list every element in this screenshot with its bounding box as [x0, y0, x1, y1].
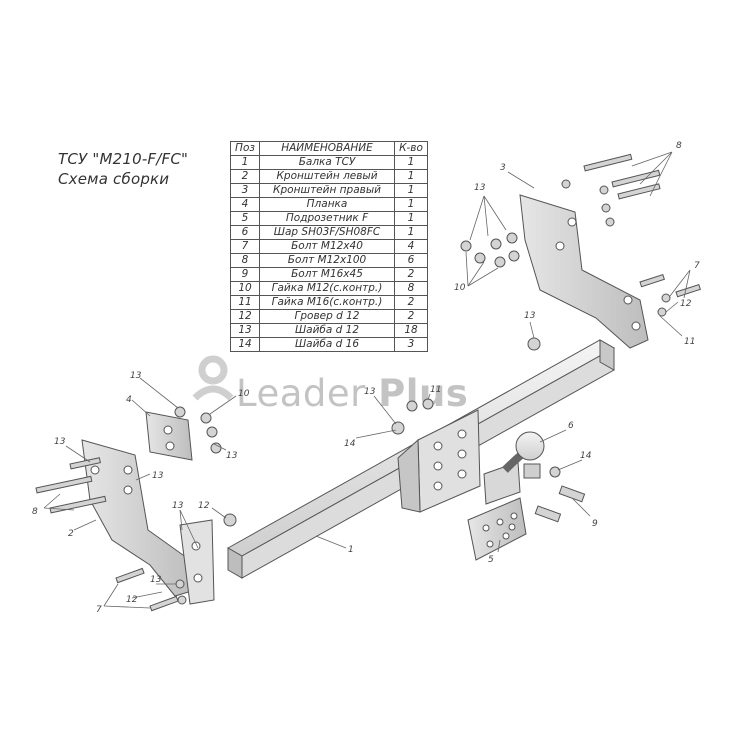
socket-mount-plate [397, 409, 481, 513]
callout-10-top: 10 [454, 283, 466, 293]
left-bracket [81, 439, 215, 605]
callout-13-bracket: 13 [152, 471, 164, 481]
callout-12-right: 12 [680, 299, 692, 309]
callout-9: 9 [592, 519, 598, 529]
callout-13-mid: 13 [524, 311, 536, 321]
cell-name: Шайба d 16 [259, 337, 395, 352]
cell-name: Болт М12х100 [259, 253, 395, 268]
callout-13-left-mid: 13 [226, 451, 238, 461]
callout-13-left-top: 13 [130, 371, 142, 381]
tow-ball [483, 431, 545, 505]
callout-5: 5 [488, 555, 494, 565]
right-bracket [519, 194, 649, 349]
callout-13-top: 13 [474, 183, 486, 193]
callout-12-bottom: 12 [126, 595, 138, 605]
cell-name: Кронштейн правый [259, 183, 395, 198]
callout-6: 6 [568, 421, 574, 431]
socket-plate [467, 497, 527, 561]
callout-13-lower: 13 [172, 501, 184, 511]
cell-position: 14 [230, 337, 260, 352]
callout-11-center: 11 [430, 385, 441, 395]
callout-7-right: 7 [694, 261, 700, 271]
callout-8-left: 8 [32, 507, 38, 517]
callout-2: 2 [68, 529, 74, 539]
callout-12-left: 12 [198, 501, 210, 511]
watermark-brand-bold: Plus [378, 372, 469, 415]
watermark-person-icon [192, 355, 234, 401]
cell-quantity: 18 [394, 323, 428, 338]
callout-13-center: 13 [364, 387, 376, 397]
cell-name: Болт М12х40 [259, 239, 395, 254]
diagram-subtitle: Схема сборки [58, 170, 170, 188]
callout-1: 1 [348, 545, 354, 555]
diagram-title: ТСУ "М210-F/FC" [58, 150, 189, 168]
watermark-logo: Leader Plus [236, 372, 468, 415]
callout-7-left: 7 [96, 605, 102, 615]
watermark-brand: Leader [236, 372, 366, 415]
cell-name: Шайба d 12 [259, 323, 395, 338]
cell-quantity: 2 [394, 309, 428, 324]
plate [145, 411, 193, 461]
callout-10-left: 10 [238, 389, 250, 399]
cell-position: 12 [230, 309, 260, 324]
callout-13-left: 13 [54, 437, 66, 447]
callout-11-right: 11 [684, 337, 695, 347]
cell-quantity: 3 [394, 337, 428, 352]
leader-lines [43, 151, 691, 609]
callout-8-top: 8 [676, 141, 682, 151]
cell-name: Гровер d 12 [259, 309, 395, 324]
callout-4: 4 [126, 395, 132, 405]
callout-14-center: 14 [344, 439, 356, 449]
callout-14-right: 14 [580, 451, 592, 461]
callout-13-bottom: 13 [150, 575, 162, 585]
callouts: 8 13 3 10 7 12 13 11 13 14 11 6 4 13 10 … [32, 141, 700, 615]
callout-3: 3 [500, 163, 506, 173]
fasteners [35, 153, 702, 612]
